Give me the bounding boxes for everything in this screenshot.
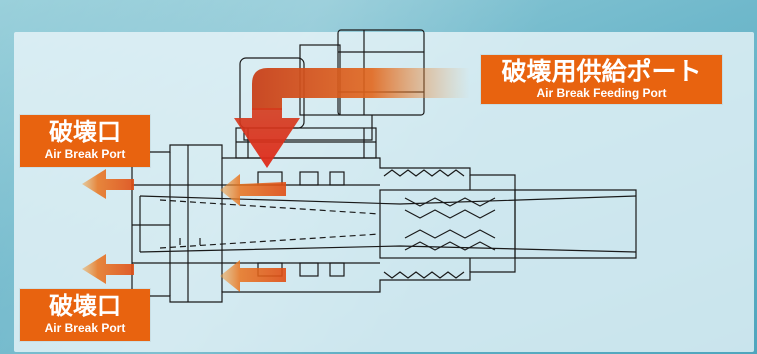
inner-outlet-arrow-bottom [220, 260, 286, 292]
break-port-top-title: 破壊口 [49, 118, 121, 146]
outlet-arrow-top [82, 169, 134, 199]
down-arrow [234, 108, 300, 168]
outlet-arrow-bottom [82, 254, 134, 284]
feeding-port-subtitle: Air Break Feeding Port [536, 86, 667, 100]
break-port-label-top: 破壊口 Air Break Port [20, 115, 150, 167]
body-profile [131, 144, 637, 303]
feeding-port-label: 破壊用供給ポート Air Break Feeding Port [481, 55, 722, 104]
break-port-top-subtitle: Air Break Port [44, 147, 126, 161]
break-port-bottom-subtitle: Air Break Port [44, 321, 126, 335]
break-port-label-bottom: 破壊口 Air Break Port [20, 289, 150, 341]
break-port-bottom-title: 破壊口 [49, 292, 121, 320]
feed-arrow [252, 68, 470, 110]
feeding-port-title: 破壊用供給ポート [501, 57, 702, 86]
inner-outlet-arrow-top [220, 174, 286, 206]
